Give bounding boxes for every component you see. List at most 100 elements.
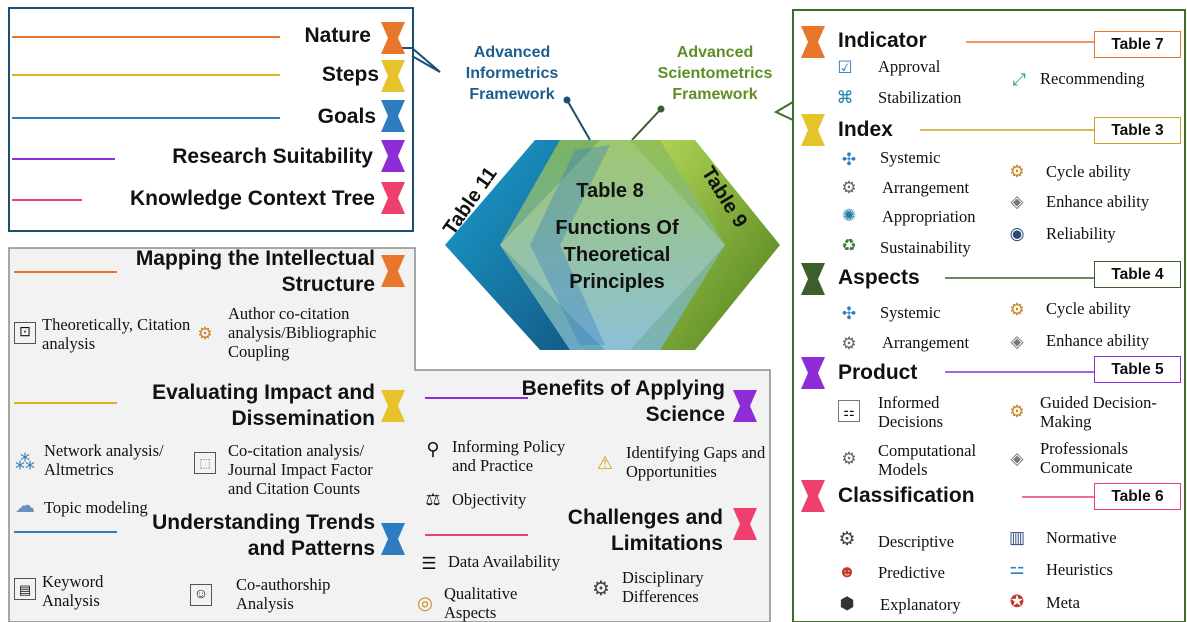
informetrics-callout (396, 47, 441, 73)
network-icon: ⁂ (15, 452, 35, 474)
product-item-informed: Informed Decisions (878, 393, 944, 431)
scientometrics-callout (773, 101, 794, 121)
classification-item-predictive: Predictive (878, 563, 945, 582)
product-item-guided: Guided Decision-Making (1040, 393, 1157, 431)
computational-icon: ⚙ (841, 448, 857, 468)
mapping-line (14, 271, 117, 273)
top-left-box (8, 7, 414, 232)
nature-line (12, 36, 280, 38)
gears-icon: ⚙ (197, 323, 213, 343)
aspects-item-systemic: Systemic (880, 303, 941, 322)
stabilization-icon: ⌘ (836, 87, 854, 107)
keyword-icon: ▤ (14, 578, 36, 600)
challenges-item-data: Data Availability (448, 552, 560, 571)
mapping-title: Mapping the Intellectual Structure (135, 247, 375, 296)
knowledge-context-tree-line (12, 199, 82, 201)
right-box (792, 9, 1186, 622)
understanding-line (14, 531, 117, 533)
mapping-item-citation: Theoretically, Citation analysis (42, 315, 191, 353)
table-4-badge: Table 4 (1094, 261, 1181, 288)
benefits-item-policy: Informing Policy and Practice (452, 437, 566, 475)
scientometrics-pointer (631, 109, 661, 141)
heuristics-icon: ⚍ (1009, 558, 1025, 578)
cycle-icon: ⚙ (1009, 161, 1025, 181)
challenges-item-disciplinary: Disciplinary Differences (622, 568, 704, 606)
ribbon-overlay (530, 145, 610, 345)
aspects-systemic-icon: ✣ (841, 303, 857, 323)
index-title: Index (838, 118, 893, 141)
product-item-computational: Computational Models (878, 441, 977, 479)
gaps-icon: ⚠ (596, 453, 614, 473)
objectivity-icon: ⚖ (425, 489, 441, 509)
functions-title: Functions Of Theoretical Principles (555, 217, 679, 293)
challenges-item-qualitative: Qualitative Aspects (444, 584, 518, 622)
mapping-item-cocitation: Author co-citation analysis/Bibliographi… (228, 304, 377, 361)
topic-icon: ☁ (15, 495, 35, 517)
communicate-icon: ◈ (1010, 448, 1024, 468)
reliability-icon: ◉ (1009, 223, 1025, 243)
research-suitability-line (12, 158, 115, 160)
informetrics-dot (563, 96, 571, 104)
aspects-item-cycle: Cycle ability (1046, 299, 1131, 318)
approval-icon: ☑ (837, 57, 853, 77)
aspects-enhance-icon: ◈ (1010, 331, 1024, 351)
index-item-systemic: Systemic (880, 148, 941, 167)
ribbon-left-blue (445, 140, 605, 350)
evaluating-item-network: Network analysis/ Altmetrics (44, 441, 164, 479)
index-item-enhance: Enhance ability (1046, 192, 1150, 211)
goals-line (12, 117, 280, 119)
aspects-cycle-icon: ⚙ (1009, 299, 1025, 319)
citation-icon: ⊡ (14, 322, 36, 344)
policy-icon: ⚲ (426, 439, 440, 459)
decisions-icon: ⚏ (838, 400, 860, 422)
indicator-title: Indicator (838, 29, 927, 52)
bottom-left-panel (8, 247, 771, 622)
research-suitability-label: Research Suitability (172, 145, 373, 168)
predictive-icon: ☻ (838, 561, 856, 581)
product-title: Product (838, 361, 918, 384)
classification-item-explanatory: Explanatory (880, 595, 961, 614)
scientometrics-dot (657, 105, 665, 113)
sustainability-icon: ♻ (841, 235, 857, 255)
appropriation-icon: ✺ (841, 205, 857, 225)
aspects-item-enhance: Enhance ability (1046, 331, 1150, 350)
index-item-sustainability: Sustainability (880, 238, 971, 257)
classification-item-descriptive: Descriptive (878, 532, 955, 551)
index-item-appropriation: Appropriation (882, 207, 976, 226)
index-item-reliability: Reliability (1046, 224, 1116, 243)
nature-label: Nature (304, 24, 371, 47)
informetrics-pointer (566, 99, 591, 141)
aspects-title: Aspects (838, 266, 920, 289)
normative-icon: ▥ (1008, 527, 1026, 547)
informetrics-framework-label: Advanced Informetrics Framework (465, 44, 559, 103)
classification-item-heuristics: Heuristics (1046, 560, 1113, 579)
recommending-icon: ⤢ (1012, 69, 1026, 89)
coauthor-icon: ☺ (190, 584, 212, 606)
qualitative-icon: ◎ (417, 593, 433, 613)
knowledge-context-tree-label: Knowledge Context Tree (129, 187, 375, 210)
aspects-arrangement-icon: ⚙ (841, 333, 857, 353)
product-item-communicate: Professionals Communicate (1040, 439, 1133, 477)
systemic-icon: ✣ (841, 149, 857, 169)
meta-icon: ✪ (1009, 591, 1025, 611)
benefits-line (425, 397, 528, 399)
evaluating-line (14, 402, 117, 404)
ribbon-center (500, 140, 725, 350)
arrangement-icon: ⚙ (841, 177, 857, 197)
table-7-badge: Table 7 (1094, 31, 1181, 58)
scientometrics-framework-label: Advanced Scientometrics Framework (657, 44, 773, 103)
evaluating-item-cocitation: Co-citation analysis/ Journal Impact Fac… (228, 441, 373, 498)
descriptive-icon: ⚙ (838, 528, 856, 550)
guided-icon: ⚙ (1009, 401, 1025, 421)
understanding-item-coauthorship: Co-authorship Analysis (236, 575, 331, 613)
chevron-markers-right (801, 26, 825, 512)
middle-table-label: Table 8 (576, 180, 644, 202)
benefits-item-objectivity: Objectivity (452, 490, 527, 509)
evaluating-item-topic: Topic modeling (44, 498, 148, 517)
table-3-badge: Table 3 (1094, 117, 1181, 144)
chart-icon: ⬚ (194, 452, 216, 474)
evaluating-title: Evaluating Impact and Dissemination (152, 381, 375, 430)
table-6-badge: Table 6 (1094, 483, 1181, 510)
index-item-cycle: Cycle ability (1046, 162, 1131, 181)
